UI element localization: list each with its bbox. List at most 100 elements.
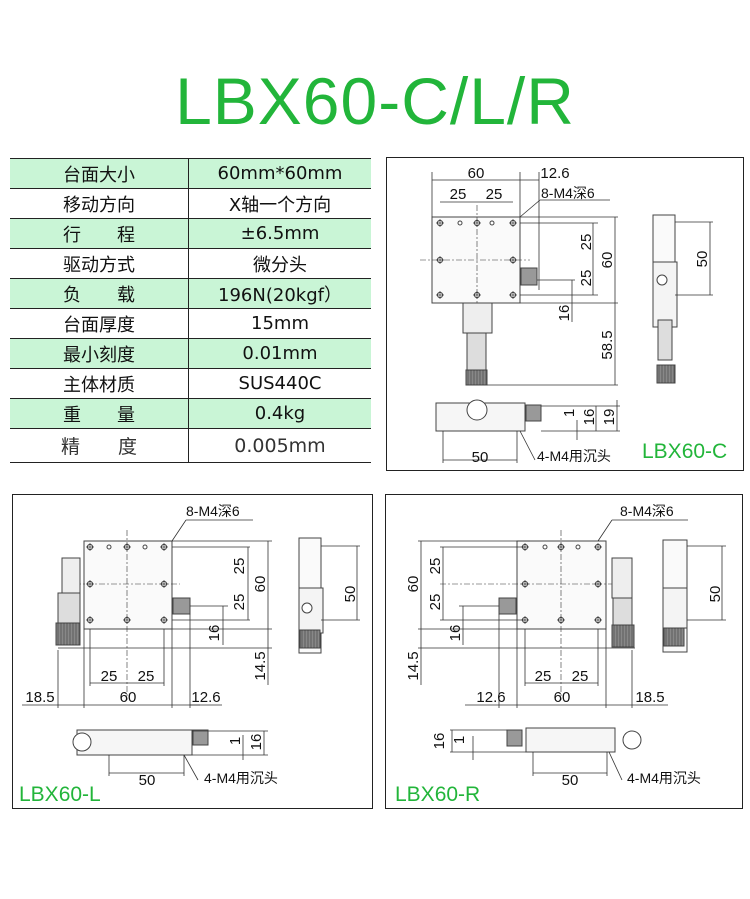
dim-side: 50 [694, 251, 711, 268]
drawing-l-labels: 8-M4深6 25 25 60 16 14.5 25 25 18.5 60 12… [19, 503, 359, 806]
micrometer-end [622, 730, 642, 750]
tap-note: 8-M4深6 [620, 503, 674, 519]
model-label: LBX60-C [642, 440, 727, 463]
dim-width: 60 [120, 689, 137, 706]
dim-micrometer: 58.5 [599, 330, 616, 359]
knob [525, 404, 542, 422]
dim-right: 18.5 [635, 689, 664, 706]
product-title: LBX60-C/L/R [175, 64, 575, 138]
mount-note: 4-M4用沉头 [204, 770, 278, 786]
dial [656, 274, 668, 286]
dim-height: 60 [252, 576, 269, 593]
hole [542, 544, 548, 550]
dim-pitch-b: 25 [486, 186, 503, 203]
dim-knob: 16 [447, 625, 464, 642]
micrometer-body [462, 302, 493, 334]
stage-front-view [76, 729, 193, 756]
knurled-knob [465, 369, 488, 386]
dim-b16: 16 [431, 733, 448, 750]
micrometer-tube [612, 597, 633, 626]
micrometer-tube [657, 319, 673, 361]
knob [520, 267, 538, 286]
hole [575, 544, 581, 550]
dim-v-pitch-a: 25 [427, 558, 444, 575]
dim-height: 60 [405, 576, 422, 593]
dim-b19: 19 [601, 409, 618, 426]
dim-pitch-b: 25 [138, 668, 155, 685]
dim-pitch-a: 25 [450, 186, 467, 203]
dim-knob: 16 [556, 305, 573, 322]
dim-b16: 16 [581, 409, 598, 426]
spec-value: ±6.5mm [188, 218, 371, 249]
mount-note: 4-M4用沉头 [537, 448, 611, 464]
stage-side-block [662, 587, 688, 629]
drawing-r-labels: 8-M4深6 25 25 60 16 14.5 25 25 12.6 60 18… [395, 503, 724, 806]
dim-v-pitch-a: 25 [231, 558, 248, 575]
dim-micrometer: 14.5 [405, 651, 422, 680]
dimension-line [171, 519, 187, 542]
knurled-knob [656, 364, 676, 384]
dim-base: 50 [562, 772, 579, 789]
micrometer-body [611, 557, 633, 599]
dim-b16: 16 [248, 734, 265, 751]
knob [172, 597, 191, 615]
dimension-line [183, 754, 199, 781]
spec-value: 微分头 [188, 248, 371, 279]
dim-offset: 12.6 [476, 689, 505, 706]
mount-note: 4-M4用沉头 [627, 770, 701, 786]
spec-label: 最小刻度 [10, 338, 189, 369]
spec-label: 移动方向 [10, 188, 189, 219]
dimension-line [519, 199, 541, 218]
stage-top-view [516, 540, 607, 630]
dim-left: 18.5 [25, 689, 54, 706]
table-row: 驱动方式微分头 [10, 248, 371, 279]
hole [457, 220, 463, 226]
dim-pitch-a: 25 [535, 668, 552, 685]
dimension-line [608, 751, 623, 781]
table-row: 行 程±6.5mm [10, 218, 371, 249]
drawing-c-labels: 60 12.6 25 25 8-M4深6 25 25 60 16 58.5 50… [450, 165, 728, 466]
dim-b1: 1 [227, 737, 244, 745]
dimension-line [597, 519, 613, 542]
spec-label: 负 载 [10, 278, 189, 309]
dim-pitch-a: 25 [101, 668, 118, 685]
micrometer-end [466, 399, 488, 421]
knurled-knob [55, 622, 81, 646]
dim-v-pitch-b: 25 [231, 594, 248, 611]
dim-base: 50 [139, 772, 156, 789]
dim-side: 50 [342, 586, 359, 603]
dim-b1: 1 [451, 736, 468, 744]
micrometer-tube [57, 592, 81, 624]
drawing-geometry [22, 172, 726, 781]
dim-v-pitch-a: 25 [578, 234, 595, 251]
model-label: LBX60-L [19, 783, 101, 806]
spec-value: 60mm*60mm [188, 158, 371, 189]
micrometer-end [72, 732, 92, 752]
dim-offset: 12.6 [540, 165, 569, 182]
knob [192, 729, 209, 746]
hole [489, 220, 495, 226]
spec-value: 0.01mm [188, 338, 371, 369]
micrometer-tube [466, 332, 487, 371]
spec-value: 0.005mm [188, 428, 371, 463]
spec-label: 行 程 [10, 218, 189, 249]
dim-height: 60 [599, 252, 616, 269]
spec-label: 台面大小 [10, 158, 189, 189]
stage-front-view [525, 727, 616, 753]
tap-note: 8-M4深6 [541, 185, 595, 201]
dim-v-pitch-b: 25 [578, 270, 595, 287]
hole [106, 544, 112, 550]
tap-note: 8-M4深6 [186, 503, 240, 519]
spec-label: 驱动方式 [10, 248, 189, 279]
stage-top-view [83, 540, 173, 630]
dim-b1: 1 [561, 409, 578, 417]
dimension-line [519, 430, 536, 461]
dim-pitch-b: 25 [572, 668, 589, 685]
spec-value: SUS440C [188, 368, 371, 399]
